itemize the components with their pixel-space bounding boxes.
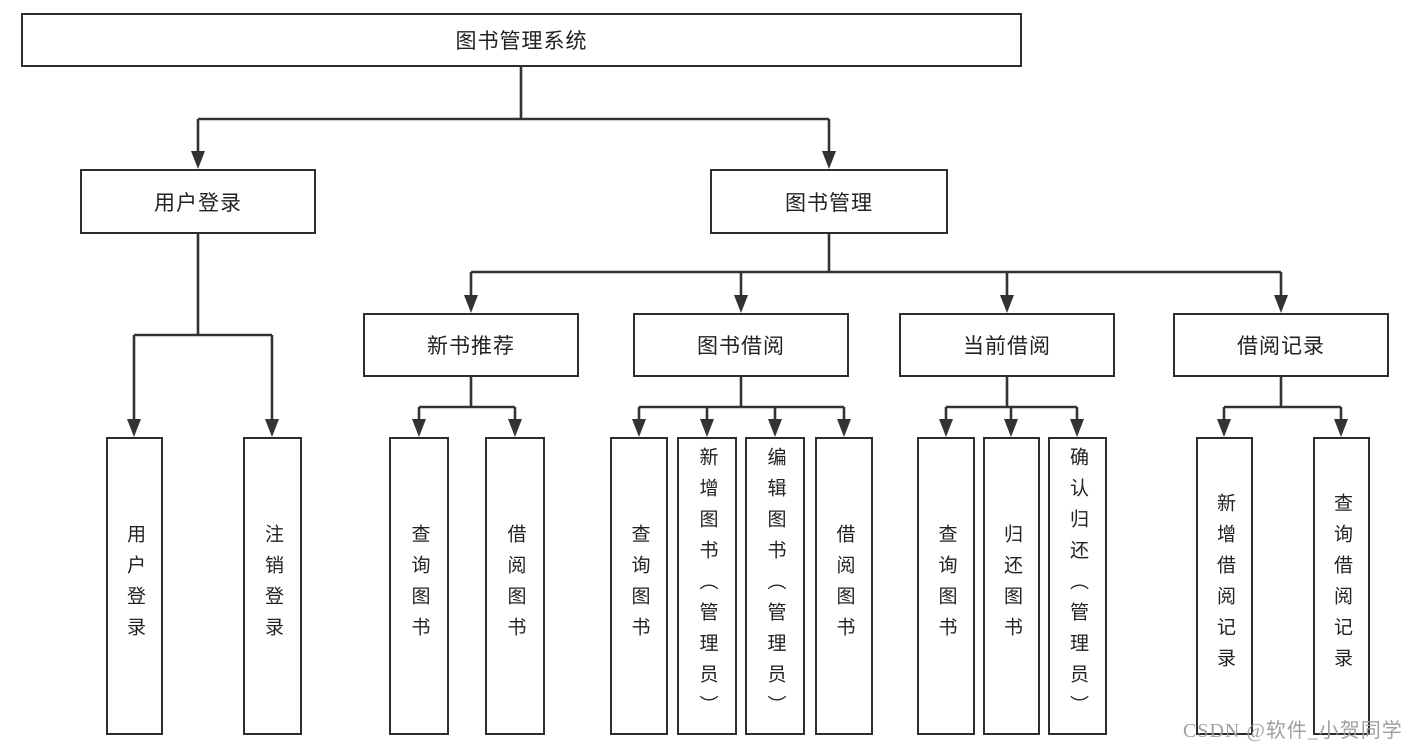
node-label: 图书管理系统 (455, 29, 588, 53)
node-label: 用户登录 (154, 190, 242, 215)
arrow-icon (191, 151, 205, 169)
node-label: 新增借阅记录 (1214, 493, 1235, 679)
arrow-icon (939, 419, 953, 437)
node-label: 用户登录 (124, 524, 145, 648)
arrow-icon (1004, 419, 1018, 437)
node-label: 图书借阅 (697, 334, 785, 358)
node-user-login: 用户登录 (80, 169, 316, 234)
node-book-management-system: 图书管理系统 (21, 13, 1022, 67)
arrow-icon (700, 419, 714, 437)
node-label: 注销登录 (262, 524, 283, 648)
node-book-borrowing: 图书借阅 (633, 313, 849, 377)
arrow-icon (1000, 295, 1014, 313)
node-leaf-cb-query-books: 查询图书 (917, 437, 975, 735)
node-new-book-recommend: 新书推荐 (363, 313, 579, 377)
arrow-icon (632, 419, 646, 437)
node-leaf-user-login: 用户登录 (106, 437, 163, 735)
arrow-icon (464, 295, 478, 313)
node-label: 查询图书 (628, 524, 650, 648)
node-label: 查询借阅记录 (1331, 493, 1352, 679)
node-label: 当前借阅 (963, 334, 1051, 358)
node-leaf-bb-add-books: 新增图书（管理员） (677, 437, 737, 735)
node-label: 图书管理 (785, 190, 873, 215)
node-leaf-logout: 注销登录 (243, 437, 302, 735)
node-label: 确认归还（管理员） (1067, 446, 1088, 726)
node-leaf-br-add-record: 新增借阅记录 (1196, 437, 1253, 735)
node-label: 归还图书 (1001, 524, 1022, 648)
node-label: 借阅记录 (1237, 334, 1325, 358)
arrow-icon (768, 419, 782, 437)
arrow-icon (822, 151, 836, 169)
arrow-icon (127, 419, 141, 437)
node-label: 借阅图书 (504, 524, 526, 648)
node-borrowing-records: 借阅记录 (1173, 313, 1389, 377)
arrow-icon (734, 295, 748, 313)
arrow-icon (1274, 295, 1288, 313)
arrow-icon (1334, 419, 1348, 437)
arrow-icon (837, 419, 851, 437)
node-leaf-nb-borrow-books: 借阅图书 (485, 437, 545, 735)
node-leaf-br-query-record: 查询借阅记录 (1313, 437, 1370, 735)
node-book-management: 图书管理 (710, 169, 948, 234)
node-label: 查询图书 (408, 524, 430, 648)
arrow-icon (412, 419, 426, 437)
node-leaf-nb-query-books: 查询图书 (389, 437, 449, 735)
node-label: 查询图书 (935, 524, 957, 648)
node-leaf-bb-edit-books: 编辑图书（管理员） (745, 437, 805, 735)
arrow-icon (1070, 419, 1084, 437)
node-label: 新增图书（管理员） (696, 446, 718, 726)
node-leaf-bb-borrow-books: 借阅图书 (815, 437, 873, 735)
node-leaf-cb-return-books: 归还图书 (983, 437, 1040, 735)
node-current-borrowing: 当前借阅 (899, 313, 1115, 377)
arrow-icon (1217, 419, 1231, 437)
node-leaf-cb-confirm-return: 确认归还（管理员） (1048, 437, 1107, 735)
arrowheads (127, 151, 1348, 437)
watermark: CSDN @软件_小贺同学 (1183, 720, 1403, 742)
node-label: 新书推荐 (427, 334, 515, 358)
node-label: 借阅图书 (833, 524, 855, 648)
node-label: 编辑图书（管理员） (764, 446, 786, 726)
node-leaf-bb-query-books: 查询图书 (610, 437, 668, 735)
arrow-icon (508, 419, 522, 437)
arrow-icon (265, 419, 279, 437)
